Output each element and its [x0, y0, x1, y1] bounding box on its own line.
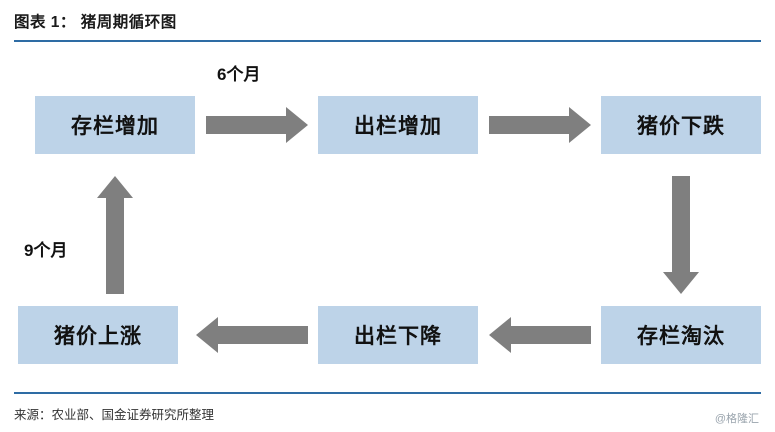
node-price-down: 猪价下跌: [601, 96, 761, 154]
arrow-left-icon-cull-to-slaughter-down: [489, 317, 591, 353]
watermark-label: @格隆汇: [714, 413, 759, 425]
arrow-shaft: [106, 198, 124, 294]
node-price-up-label: 猪价上涨: [54, 325, 142, 348]
arrow-up-icon-price-up-to-stock-up: [97, 176, 133, 294]
source-note: 来源：农业部、国金证券研究所整理: [14, 408, 215, 422]
edge-label-six-months: 6个月: [217, 65, 261, 84]
node-slaughter-up-label: 出栏增加: [354, 115, 442, 138]
arrow-head: [97, 176, 133, 198]
arrow-head: [196, 317, 218, 353]
node-slaughter-down-label: 出栏下降: [354, 325, 442, 348]
arrow-shaft: [511, 326, 591, 344]
node-stock-cull: 存栏淘汰: [601, 306, 761, 364]
edge-label-nine-months: 9个月: [24, 241, 68, 260]
node-price-up: 猪价上涨: [18, 306, 178, 364]
header-divider: [14, 40, 761, 42]
arrow-head: [663, 272, 699, 294]
arrow-head: [489, 317, 511, 353]
arrow-down-icon-price-down-to-cull: [663, 176, 699, 294]
arrow-shaft: [218, 326, 308, 344]
node-slaughter-up: 出栏增加: [318, 96, 478, 154]
arrow-shaft: [206, 116, 286, 134]
arrow-left-icon-slaughter-down-to-price-up: [196, 317, 308, 353]
arrow-right-icon-stock-to-slaughter: [206, 107, 308, 143]
arrow-shaft: [672, 176, 690, 272]
node-stock-up: 存栏增加: [35, 96, 195, 154]
arrow-head: [286, 107, 308, 143]
arrow-right-icon-slaughter-to-price-down: [489, 107, 591, 143]
node-price-down-label: 猪价下跌: [637, 115, 725, 138]
node-stock-up-label: 存栏增加: [71, 115, 159, 138]
figure-header: 图表 1： 猪周期循环图: [0, 0, 775, 41]
arrow-shaft: [489, 116, 569, 134]
node-slaughter-down: 出栏下降: [318, 306, 478, 364]
arrow-head: [569, 107, 591, 143]
node-stock-cull-label: 存栏淘汰: [637, 325, 725, 348]
page-title: 图表 1： 猪周期循环图: [14, 14, 177, 31]
footer-divider: [14, 392, 761, 394]
